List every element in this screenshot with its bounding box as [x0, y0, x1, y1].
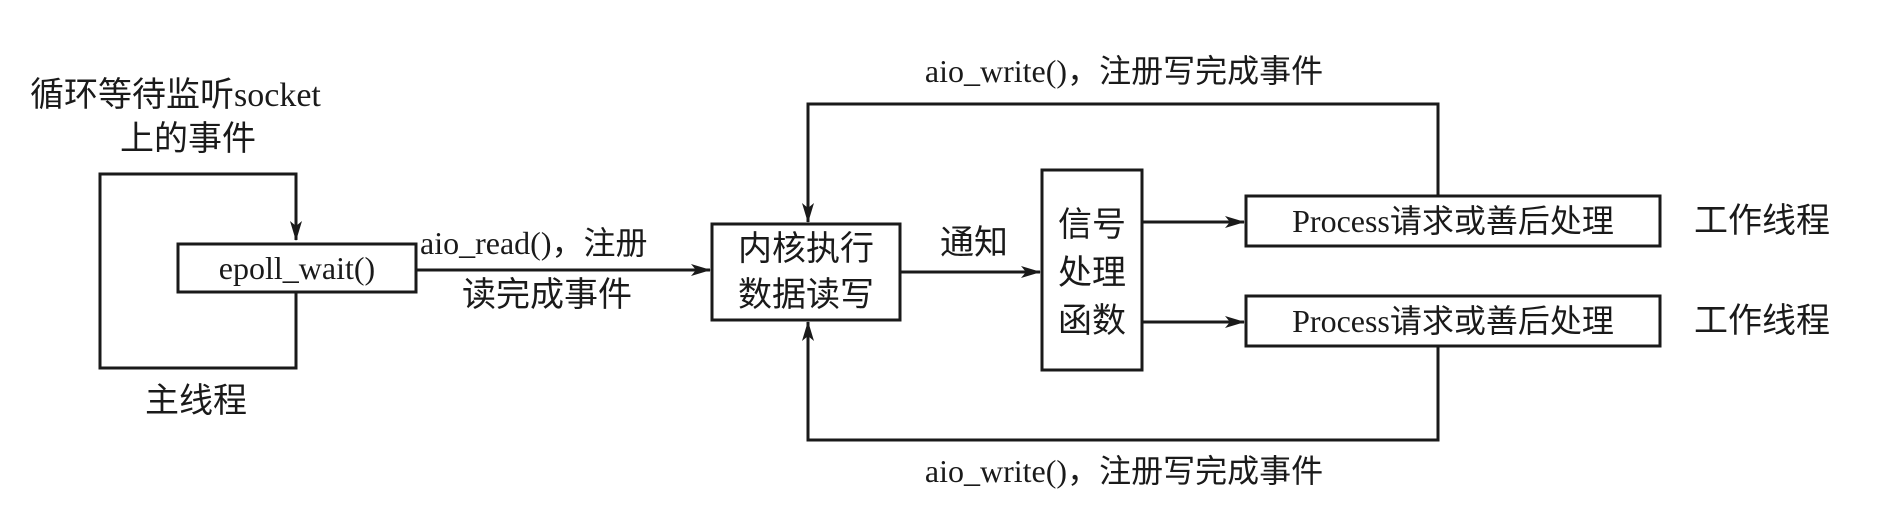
loop-caption-line2: 上的事件	[120, 119, 256, 159]
loop-caption-line1: 循环等待监听socket	[30, 76, 321, 114]
process-box-top-label: Process请求或善后处理	[1292, 203, 1614, 239]
process-box-bottom	[1244, 294, 1662, 348]
aio-write-bottom-label: aio_write()，注册写完成事件	[925, 453, 1323, 489]
worker-label-top: 工作线程	[1694, 201, 1830, 241]
process-box-top	[1244, 194, 1662, 248]
aio-write-top-label: aio_write()，注册写完成事件	[925, 53, 1323, 89]
aio-write-bottom-arrow	[802, 321, 1440, 442]
epoll-wait-label: epoll_wait()	[219, 250, 375, 286]
kernel-box-line2: 数据读写	[738, 275, 874, 315]
aio-read-label-line2: 读完成事件	[462, 275, 632, 315]
signal-box-line1: 信号	[1058, 205, 1126, 245]
signal-handler-box	[1040, 168, 1144, 372]
notify-label: 通知	[940, 223, 1008, 263]
event-loop-line	[98, 172, 302, 370]
signal-box-line3: 函数	[1058, 301, 1126, 341]
kernel-box-line1: 内核执行	[738, 229, 874, 269]
aio-read-label-line1: aio_read()，注册	[420, 225, 647, 261]
kernel-box	[710, 222, 902, 322]
main-thread-label: 主线程	[145, 381, 247, 421]
aio-write-top-arrow	[802, 102, 1440, 223]
worker-label-bottom: 工作线程	[1694, 301, 1830, 341]
epoll-wait-box	[176, 242, 418, 294]
process-box-bottom-label: Process请求或善后处理	[1292, 303, 1614, 339]
signal-box-line2: 处理	[1058, 253, 1126, 293]
